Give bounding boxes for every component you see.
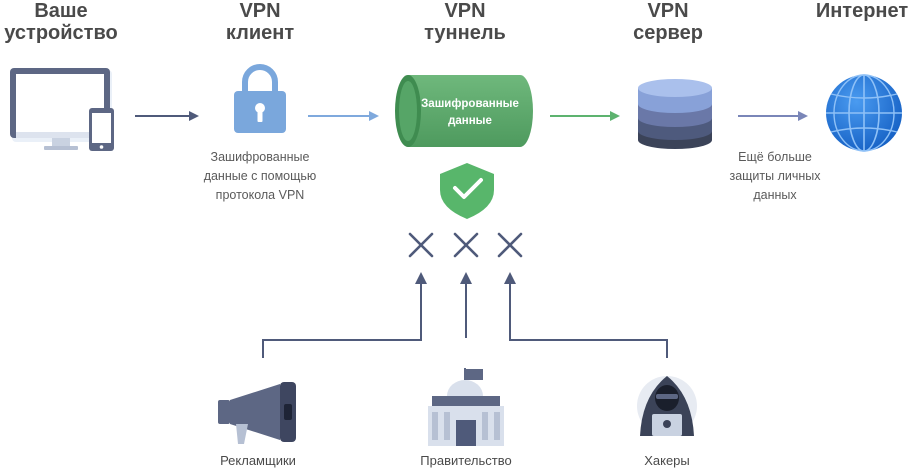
advertisers-label: Рекламщики	[220, 453, 296, 468]
heading-device: Ваше устройство	[4, 0, 118, 44]
heading-vpn-client: VPN клиент	[225, 0, 295, 44]
heading-vpn-server: VPN сервер	[633, 0, 703, 44]
blocked-x-icon	[497, 232, 523, 258]
tunnel-label: Зашифрованные данные	[421, 98, 519, 127]
server-caption: Ещё больше защиты личных данных	[729, 150, 821, 202]
heading-vpn-tunnel: VPN туннель	[424, 0, 506, 44]
blocked-x-icon	[408, 232, 434, 258]
shield-check-icon	[440, 163, 494, 219]
lock-icon	[234, 64, 286, 133]
blocked-x-icon	[453, 232, 479, 258]
government-label: Правительство	[420, 453, 512, 468]
hackers-label: Хакеры	[644, 453, 690, 468]
government-building-icon	[428, 368, 504, 446]
megaphone-icon	[218, 382, 296, 444]
attack-path-hackers	[504, 272, 668, 358]
device-icon	[10, 68, 114, 151]
hacker-icon	[637, 376, 697, 436]
globe-icon	[826, 74, 902, 152]
server-icon	[638, 79, 712, 149]
heading-internet: Интернет	[815, 0, 909, 22]
tunnel-icon	[395, 75, 533, 147]
attack-path-advertisers	[262, 272, 427, 358]
client-caption: Зашифрованные данные с помощью протокола…	[203, 150, 317, 202]
